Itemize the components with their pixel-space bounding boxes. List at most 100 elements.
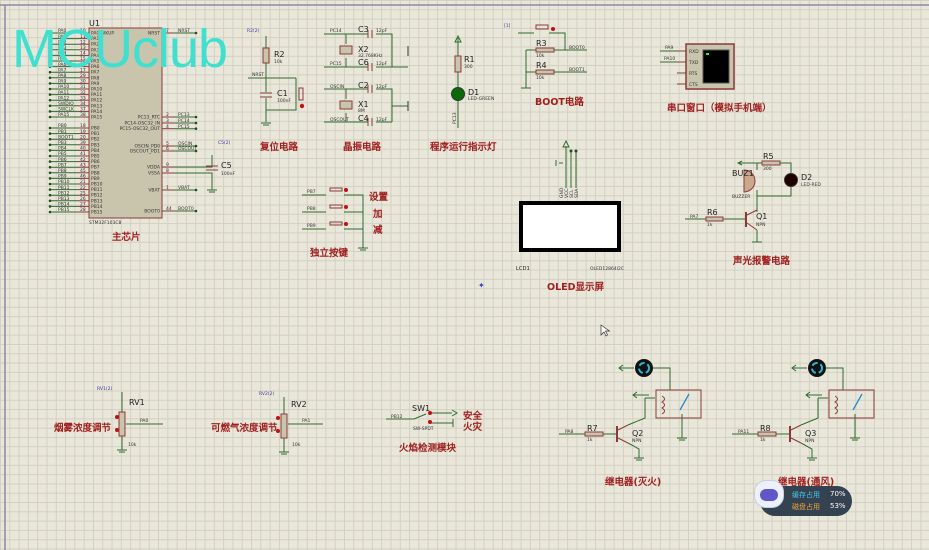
svg-text:2: 2 (166, 112, 169, 118)
svg-text:RV2: RV2 (291, 400, 307, 409)
label-smoke-adjust: 烟雾浓度调节 (54, 422, 112, 434)
svg-text:PB8: PB8 (91, 170, 100, 176)
svg-text:X2: X2 (358, 45, 369, 54)
svg-text:PB0: PB0 (91, 126, 100, 132)
svg-text:PB11: PB11 (58, 185, 70, 191)
disk-usage-label: 磁盘占用 (792, 503, 820, 511)
svg-text:46: 46 (80, 174, 86, 180)
svg-text:37: 37 (80, 107, 86, 113)
svg-text:PC13_RTC: PC13_RTC (138, 115, 160, 121)
svg-text:OSCIN: OSCIN (330, 84, 344, 90)
capacitor-c5[interactable]: C5 100nF C5(2) (196, 140, 235, 193)
oled-display[interactable]: GND VCC SCL SDA LCD1 OLED12864I2C (516, 139, 624, 272)
svg-text:NRST: NRST (148, 31, 160, 37)
chip-ref: U1 (89, 19, 100, 28)
svg-text:PB9: PB9 (307, 223, 316, 229)
watermark-logo: MCUclub (12, 19, 228, 79)
resource-monitor-widget[interactable]: 缓存占用 70% 磁盘占用 53% (754, 480, 852, 516)
label-run-indicator: 程序运行指示灯 (430, 141, 497, 153)
svg-text:C5: C5 (221, 161, 232, 170)
svg-text:PC15: PC15 (178, 124, 190, 130)
svg-text:44: 44 (166, 206, 172, 212)
svg-text:10k: 10k (292, 442, 301, 448)
svg-text:C3: C3 (358, 25, 369, 34)
svg-text:14: 14 (80, 51, 86, 57)
svg-text:15: 15 (80, 56, 86, 62)
svg-text:PB9: PB9 (58, 174, 67, 180)
svg-text:PB6: PB6 (91, 159, 100, 165)
svg-text:SWCLK: SWCLK (58, 107, 75, 113)
svg-text:BOOT0: BOOT0 (178, 206, 194, 212)
svg-text:30: 30 (80, 79, 86, 85)
flame-switch[interactable]: SW1 SW-SPDT PB12 (386, 404, 458, 432)
svg-text:C2: C2 (358, 81, 369, 90)
svg-text:OLED12864I2C: OLED12864I2C (590, 266, 624, 272)
svg-text:LED-RED: LED-RED (801, 182, 821, 188)
svg-text:PB3: PB3 (58, 140, 67, 146)
label-relay-extinguish: 继电器(灭火) (605, 476, 661, 488)
svg-text:PB7: PB7 (307, 189, 316, 195)
svg-text:PB10: PB10 (58, 179, 70, 185)
svg-text:RV1(2): RV1(2) (97, 386, 112, 392)
svg-text:7: 7 (166, 28, 169, 34)
svg-text:RTS: RTS (689, 71, 698, 77)
svg-text:PC14: PC14 (330, 28, 342, 34)
svg-text:OSCIN: OSCIN (178, 141, 192, 147)
